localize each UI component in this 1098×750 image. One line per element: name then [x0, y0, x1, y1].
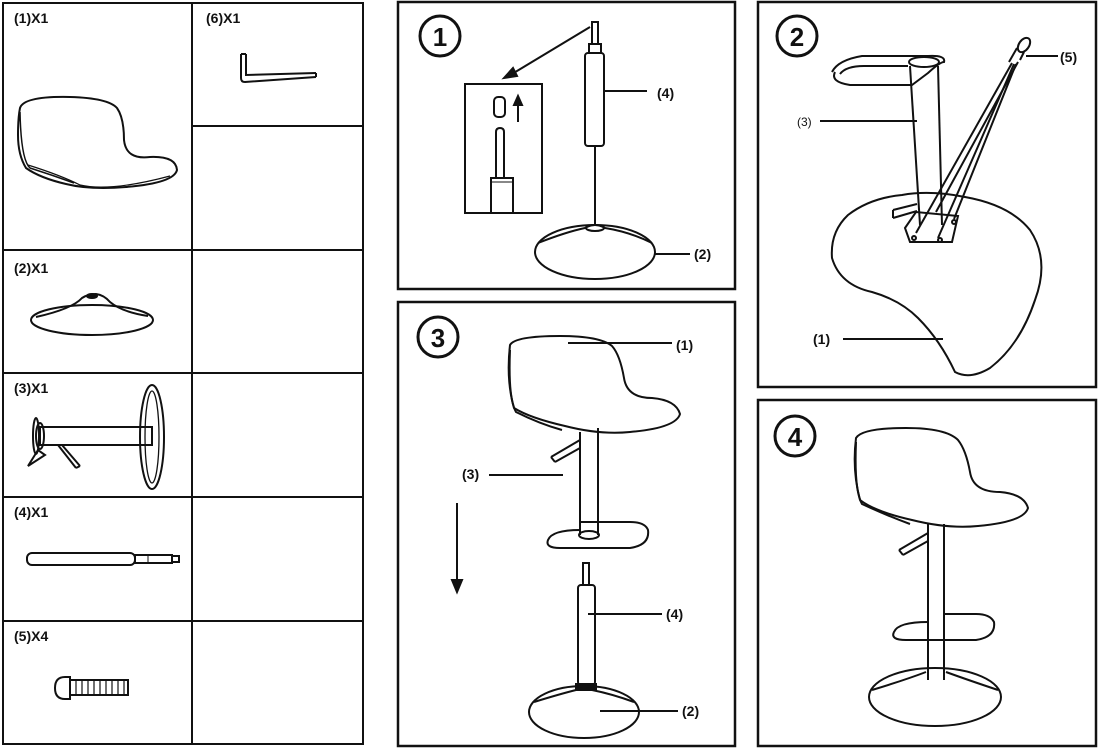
step-3-callout-4: (4) [666, 606, 683, 622]
step-1-panel: 1 (4) (2) [396, 0, 737, 291]
bolt-icon [53, 676, 129, 700]
step-1-callout-4: (4) [657, 85, 674, 101]
base-disc-icon [30, 292, 154, 336]
step-4-number: 4 [788, 422, 803, 452]
step-3-stool-drawing [450, 334, 682, 739]
step-3-callout-1: (1) [676, 337, 693, 353]
part-label-6: (6)X1 [206, 10, 240, 26]
step-3-callout-2: (2) [682, 703, 699, 719]
step-2-callout-3: (3) [797, 115, 812, 129]
step-3-callout-3: (3) [462, 466, 479, 482]
footrest-column-icon [27, 384, 165, 490]
step-1-badge [418, 14, 462, 58]
step-2-assembly-drawing [820, 36, 1058, 377]
step-4-panel: 4 [756, 398, 1098, 748]
step-2-callout-5: (5) [1060, 49, 1077, 65]
step-1-border [396, 0, 737, 291]
part-label-4: (4)X1 [14, 504, 48, 520]
part-label-3: (3)X1 [14, 380, 48, 396]
step-2-panel: 2 [756, 0, 1098, 389]
gas-cylinder-icon [26, 552, 180, 566]
step-4-border [756, 398, 1098, 748]
seat-shell-icon [16, 95, 179, 189]
step-4-stool-drawing [853, 426, 1030, 727]
step-2-border [756, 0, 1098, 389]
step-1-callout-2: (2) [694, 246, 711, 262]
step-3-badge [416, 315, 460, 359]
step-3-border [396, 300, 737, 748]
part-label-1: (1)X1 [14, 10, 48, 26]
part-label-5: (5)X4 [14, 628, 48, 644]
step-2-callout-1: (1) [813, 331, 830, 347]
part-label-2: (2)X1 [14, 260, 48, 276]
step-1-cylinder-drawing [464, 21, 690, 280]
step-3-number: 3 [431, 323, 445, 353]
parts-table [2, 2, 364, 745]
step-1-number: 1 [433, 22, 447, 52]
step-2-number: 2 [790, 22, 804, 52]
step-4-badge [773, 414, 817, 458]
allen-key-icon [240, 53, 317, 84]
step-2-badge [775, 14, 819, 58]
step-3-panel: 3 (1) (3) [396, 300, 737, 748]
